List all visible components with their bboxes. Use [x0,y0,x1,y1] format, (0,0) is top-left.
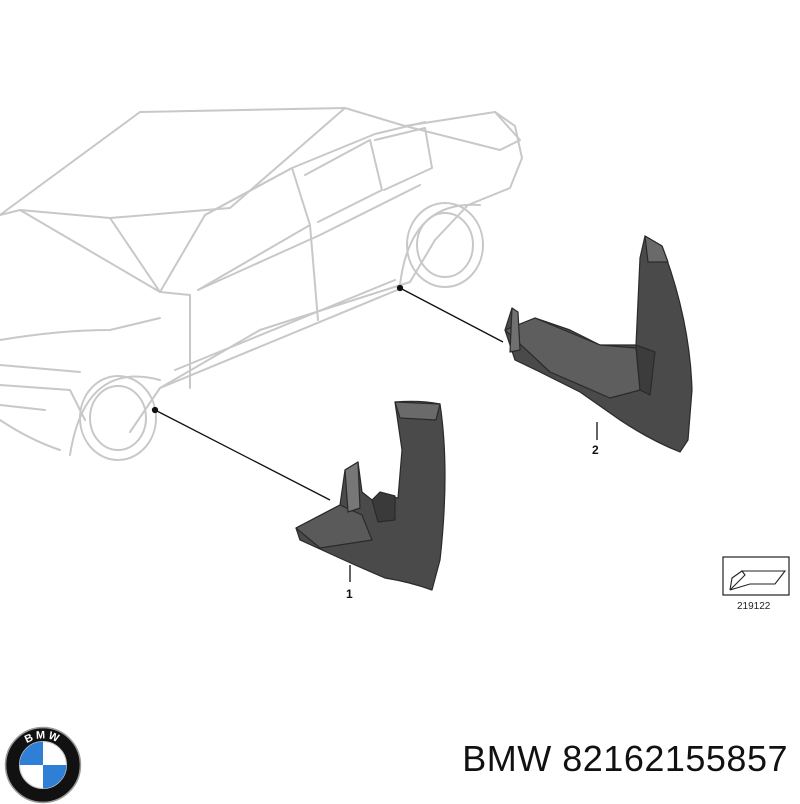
car-outline [0,107,523,461]
leader-lines [151,284,598,582]
reference-number: 219122 [737,601,771,612]
callout-1: 1 [346,587,353,601]
leader-dot-1 [151,406,159,414]
bmw-logo-icon: BMW [4,726,82,804]
part-number: 82162155857 [562,738,788,779]
mud-flap-part-1 [295,400,446,591]
brand-name: BMW [462,738,552,779]
brand-row: BMW BMW 82162155857 [0,700,800,804]
svg-text:BMW: BMW [23,729,63,746]
reference-icon-box [722,556,790,596]
callout-2: 2 [592,443,599,457]
logo-lettering: BMW [23,729,61,746]
leader-dot-2 [396,284,404,292]
leader-line-1 [154,409,331,501]
brand-part-line: BMW 82162155857 [462,738,788,780]
arrow-icon [729,570,787,591]
leader-line-2 [399,287,504,343]
mud-flap-part-2 [504,235,693,453]
